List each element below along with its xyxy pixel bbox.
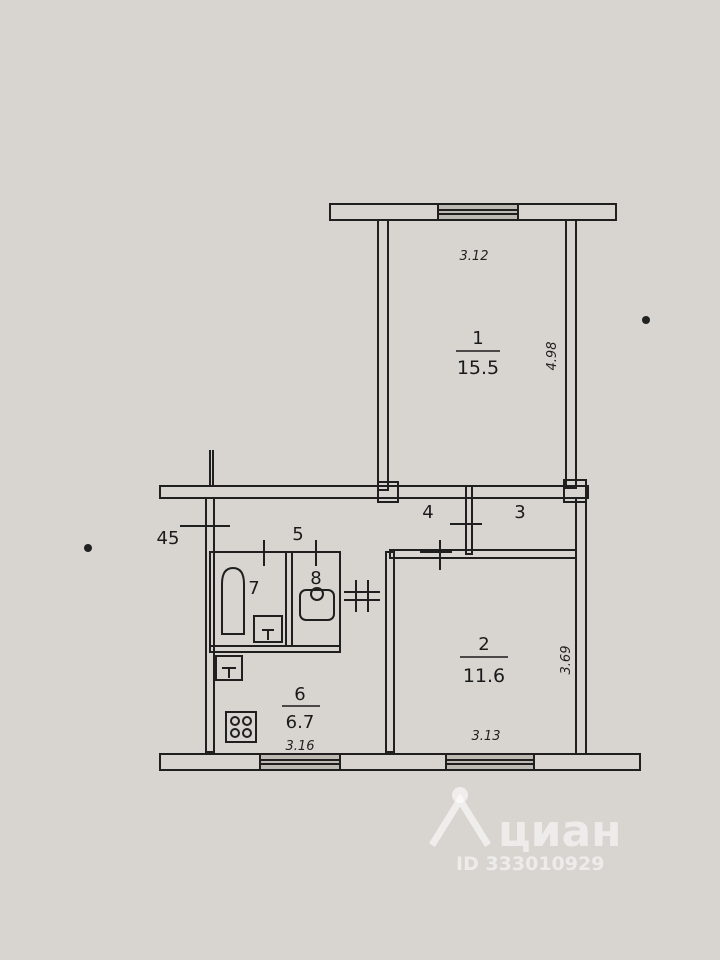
room-6-number: 6 [294, 684, 305, 705]
room-2-area: 11.6 [463, 665, 505, 687]
dim-room2-length: 3.69 [559, 646, 574, 675]
kitchen-sink-icon [215, 655, 243, 681]
window-kitchen [259, 753, 341, 771]
room-1-number: 1 [472, 328, 483, 349]
toilet-icon [299, 587, 335, 621]
column-left [377, 481, 399, 503]
room-5-number: 5 [292, 524, 303, 545]
stove-icon [225, 711, 257, 743]
watermark: циан ID 333010929 [429, 787, 622, 875]
sink-icon [253, 615, 283, 643]
room-6-area: 6.7 [286, 712, 315, 733]
room-4-number: 4 [422, 502, 433, 523]
wall-bottom [159, 753, 641, 771]
dim-room1-length: 4.98 [545, 342, 560, 371]
room-8-number: 8 [310, 568, 321, 589]
dim-room2-width: 3.13 [472, 729, 501, 744]
house-logo-icon [429, 793, 491, 847]
wall-room2-right [575, 497, 587, 755]
room-3-number: 3 [514, 502, 525, 523]
wall-room2-left [385, 551, 395, 753]
room-1-area: 15.5 [457, 357, 499, 379]
bathroom-block [209, 551, 341, 653]
window-top [437, 203, 519, 221]
wall-room1-right [565, 219, 577, 489]
dim-room1-width: 3.12 [460, 249, 489, 264]
room-7-number: 7 [248, 578, 259, 599]
wall-room1-left [377, 219, 389, 491]
watermark-id: ID 333010929 [456, 853, 604, 875]
watermark-brand: циан [498, 806, 622, 857]
side-mark: 45 [157, 528, 180, 549]
wall-left [205, 497, 215, 753]
room-2-number: 2 [478, 634, 489, 655]
wall-middle [159, 485, 589, 499]
dim-kitchen-width: 3.16 [286, 739, 315, 754]
bathtub-icon [221, 566, 245, 635]
window-room2 [445, 753, 535, 771]
